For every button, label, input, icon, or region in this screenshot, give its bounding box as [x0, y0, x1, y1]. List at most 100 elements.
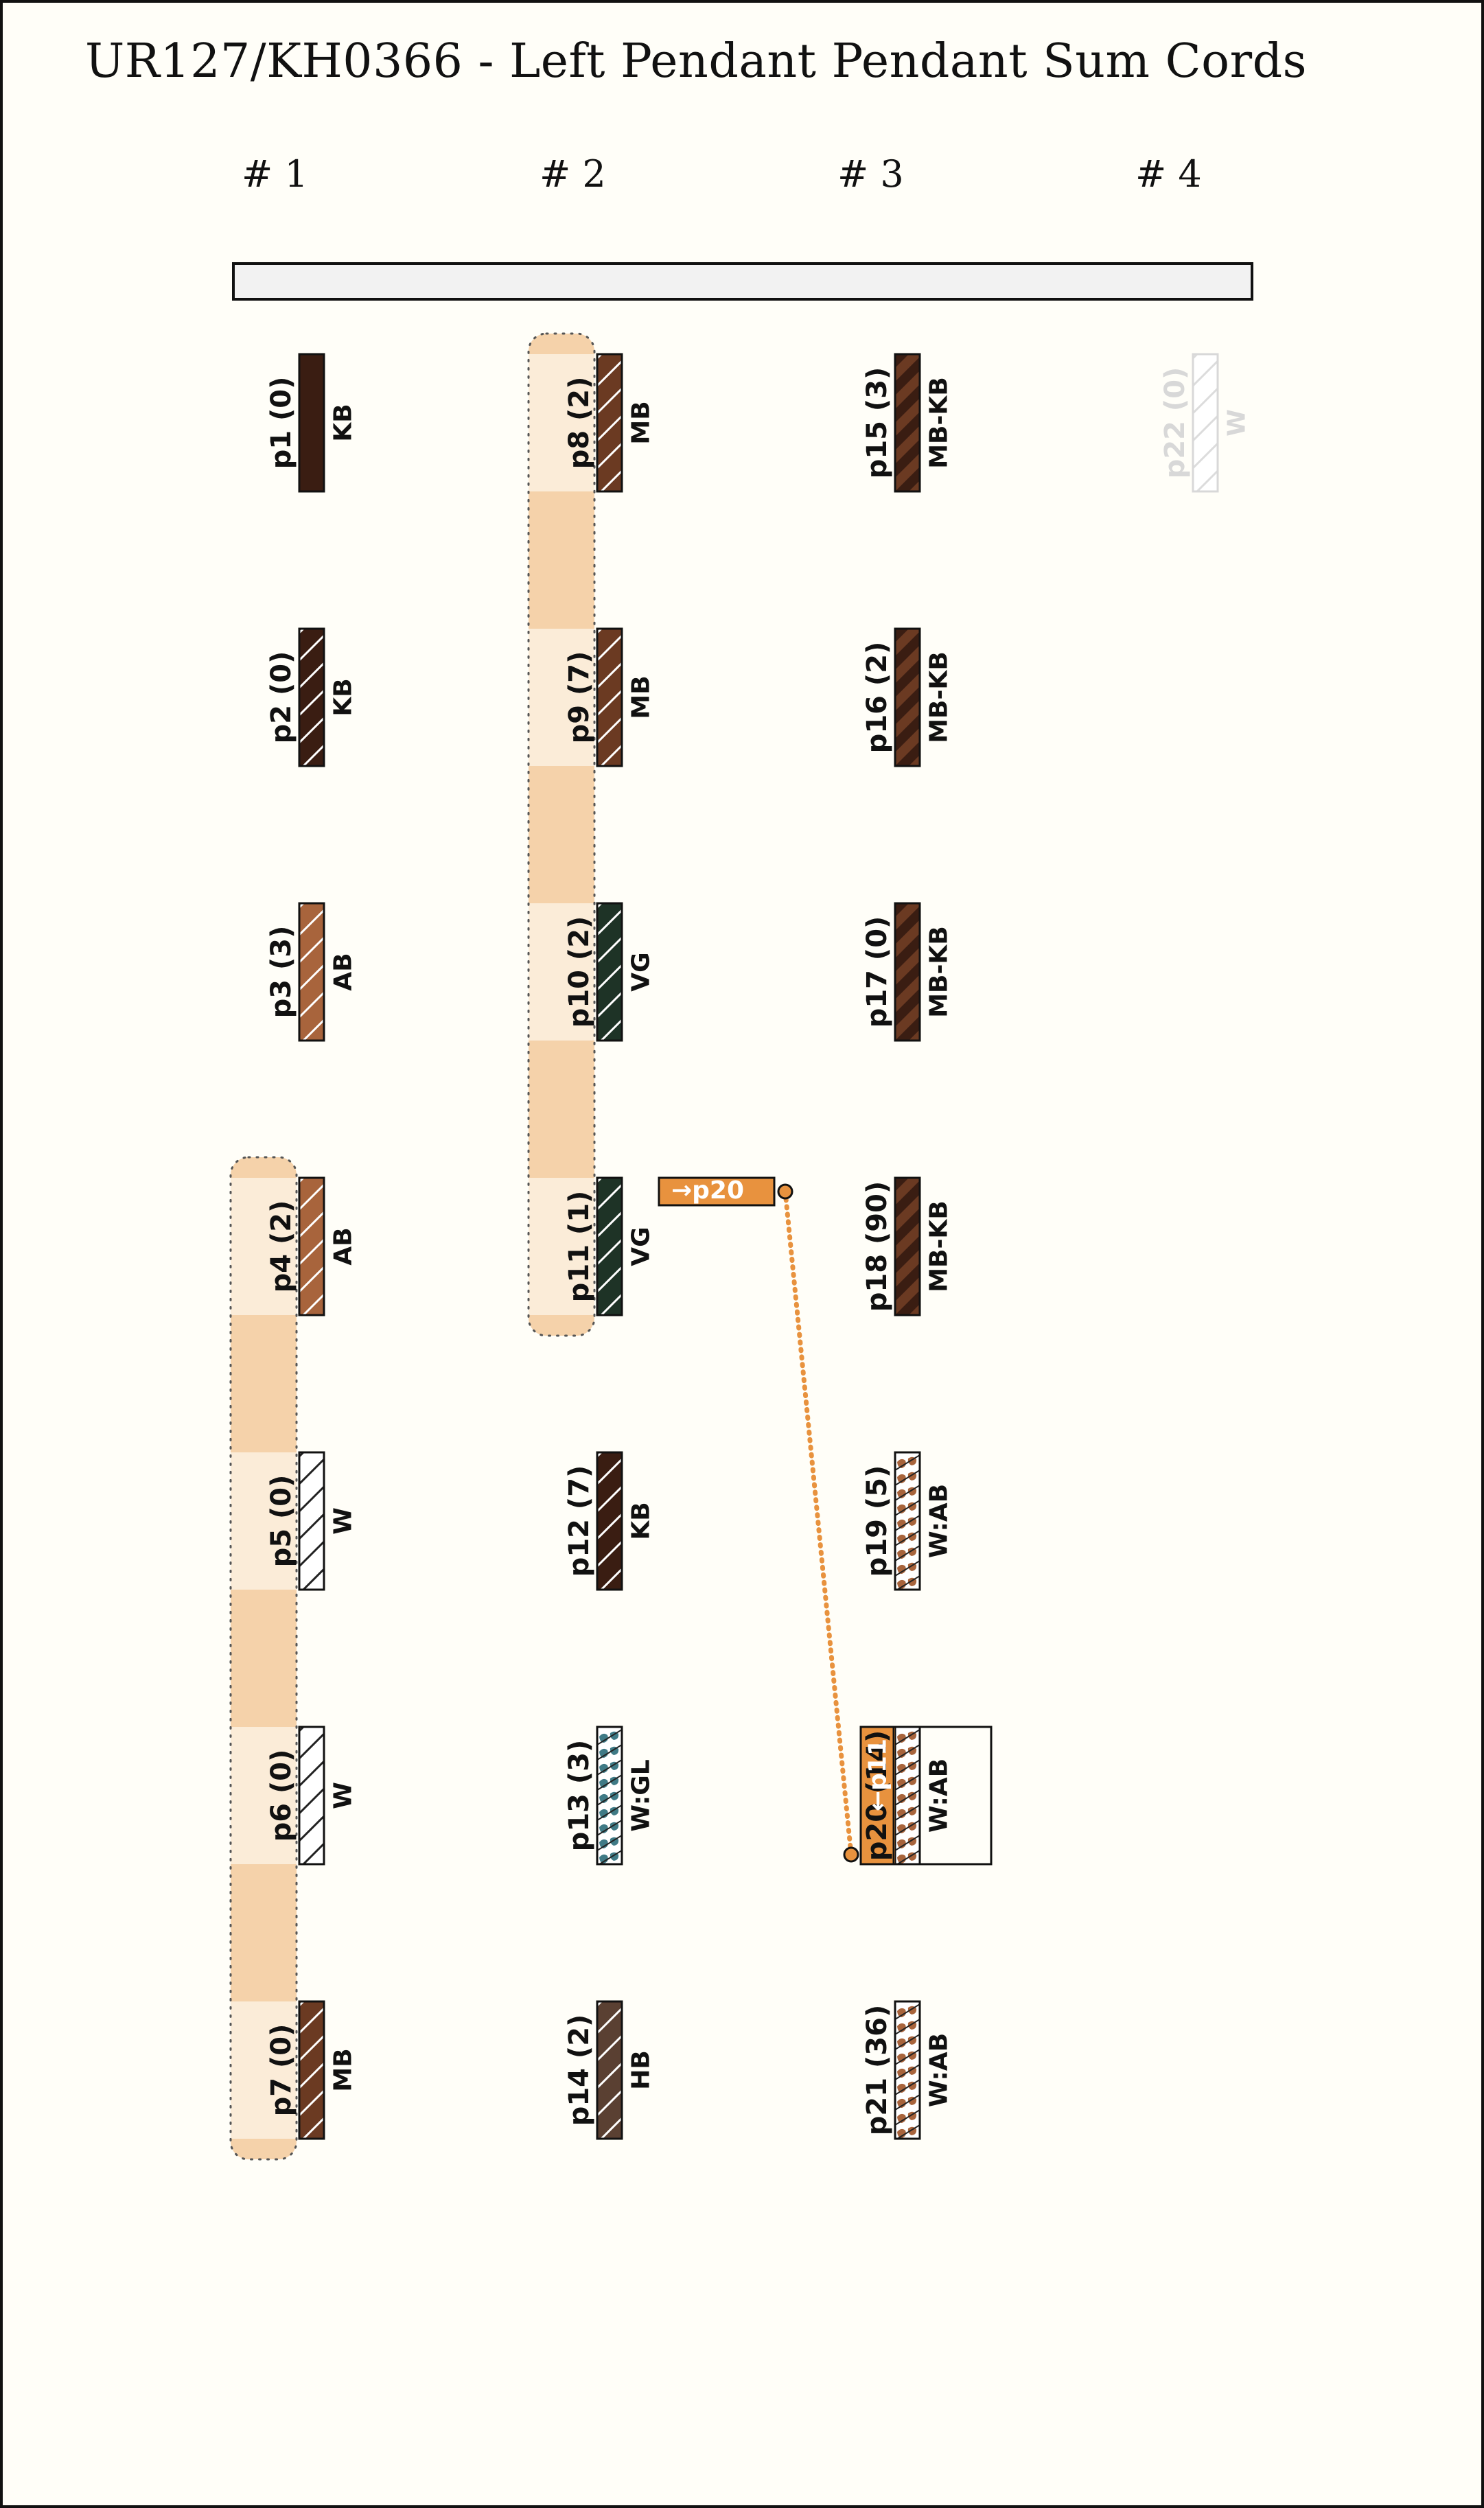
cord-stripe	[895, 2064, 920, 2080]
cord-stripe	[895, 1835, 920, 1851]
cord-p1	[298, 353, 325, 493]
cord-stripe	[597, 936, 622, 964]
cord-twist	[895, 494, 920, 533]
cord-stripe	[599, 2117, 622, 2139]
cord-stripe	[895, 1744, 920, 1761]
cord-color-label: VG	[627, 952, 656, 992]
cord-id-label: p22 (0)	[1159, 367, 1191, 479]
cord-twist	[895, 1263, 920, 1301]
cord-fleck	[897, 1733, 906, 1743]
cord-stripe	[895, 2049, 920, 2065]
cord-id-label: p7 (0)	[266, 2023, 297, 2117]
cord-stripe	[597, 1075, 622, 1100]
cord-stripe	[299, 1679, 324, 1704]
cord-outline	[298, 2000, 325, 2140]
sum-link-line	[782, 1189, 854, 1857]
cord-stripe	[299, 2062, 324, 2089]
cord-stripe	[299, 828, 324, 852]
cord-p13	[596, 1726, 623, 1866]
cord-outline	[596, 902, 623, 1042]
cord-color-label: KB	[329, 404, 358, 442]
cord-twist	[895, 354, 909, 368]
cord-p20	[894, 1726, 921, 1866]
cord-id-label: p5 (0)	[266, 1474, 297, 1568]
cord-p9	[596, 627, 623, 767]
cord-color-label: AB	[329, 1227, 358, 1266]
cord-fleck	[599, 1763, 608, 1773]
cord-twist	[895, 1126, 920, 1164]
cord-stripe	[301, 1842, 324, 1864]
cord-stripe	[597, 2089, 622, 2117]
cord-p7	[298, 2000, 325, 2280]
cord-stripe	[299, 2201, 324, 2225]
cord-p14	[596, 2000, 623, 2335]
cord-stripe	[1193, 442, 1218, 469]
cord-stripe	[299, 662, 324, 689]
sum-link-out-label: →p20	[671, 1176, 745, 1205]
cord-fleck	[897, 1459, 906, 1468]
cord-stripe	[299, 2255, 324, 2280]
cord-color-label: MB-KB	[925, 1200, 953, 1292]
cord-stripe	[895, 1804, 920, 1821]
cord-stripe	[895, 2019, 920, 2035]
primary-cord	[232, 262, 1253, 301]
cord-fleck	[897, 2008, 906, 2017]
cord-fleck	[897, 1504, 906, 1513]
cord-stripe	[597, 991, 622, 1019]
cord-stripe	[299, 1926, 324, 1951]
cord-id-label: p16 (2)	[861, 641, 893, 754]
cord-twist	[895, 1345, 920, 1384]
cord-stripe	[597, 581, 622, 605]
cord-stripe	[597, 2034, 622, 2062]
group-label-2: # 2	[540, 152, 606, 196]
cord-stripe	[299, 2034, 324, 2062]
cord-stripe	[895, 1470, 920, 1486]
cord-stripe	[301, 1019, 324, 1041]
sum-group-cord-zone	[231, 2001, 297, 2139]
cord-p11	[596, 1176, 623, 1316]
cord-twist	[895, 1043, 920, 1082]
cord-outline	[894, 902, 921, 1042]
cord-twist	[895, 1235, 920, 1274]
cord-stripe	[597, 498, 622, 523]
cord-p4	[298, 1176, 325, 1316]
cord-stripe	[597, 1624, 622, 1649]
cord-p3	[298, 902, 325, 1042]
cord-stripe	[301, 1568, 324, 1590]
cord-color-label: W:AB	[925, 1758, 953, 1833]
cord-outline	[298, 1451, 325, 1591]
cord-p2	[298, 627, 325, 852]
cord-id-label: p10 (2)	[564, 916, 595, 1028]
cord-stripe	[597, 1744, 622, 1761]
cord-stripe	[895, 1774, 920, 1791]
cord-stripe	[299, 2007, 324, 2034]
cord-stripe	[597, 1458, 622, 1485]
cord-stripe	[1193, 498, 1218, 523]
cord-twist	[895, 522, 920, 560]
cord-stripe	[597, 2310, 622, 2335]
cord-stripe	[597, 1183, 622, 1211]
cord-body	[299, 1452, 324, 1590]
cord-stripe	[299, 1760, 324, 1787]
cord-color-label: KB	[329, 678, 358, 717]
cord-twist	[895, 629, 909, 642]
cord-outline	[298, 902, 325, 1042]
cord-stripe	[299, 1953, 324, 1978]
sum-group-cord-zone	[529, 354, 594, 491]
cord-stripe	[299, 1266, 324, 1293]
cord-p18	[894, 1176, 921, 1384]
cord-twist	[895, 1181, 920, 1219]
cord-id-label: p8 (2)	[564, 376, 595, 469]
cord-stripe	[597, 717, 622, 744]
cord-color-label: W	[329, 1782, 358, 1809]
sum-group-cord-zone	[529, 629, 594, 766]
cord-stripe	[599, 1019, 622, 1041]
cord-color-label: KB	[627, 1502, 656, 1540]
cord-outline	[596, 1451, 623, 1591]
cord-stripe	[597, 1513, 622, 1540]
cord-twist	[895, 439, 920, 478]
cord-stripe	[896, 2124, 920, 2139]
cord-stripe	[1193, 526, 1218, 550]
cord-twist	[895, 1098, 920, 1137]
cord-stripe	[597, 526, 622, 550]
